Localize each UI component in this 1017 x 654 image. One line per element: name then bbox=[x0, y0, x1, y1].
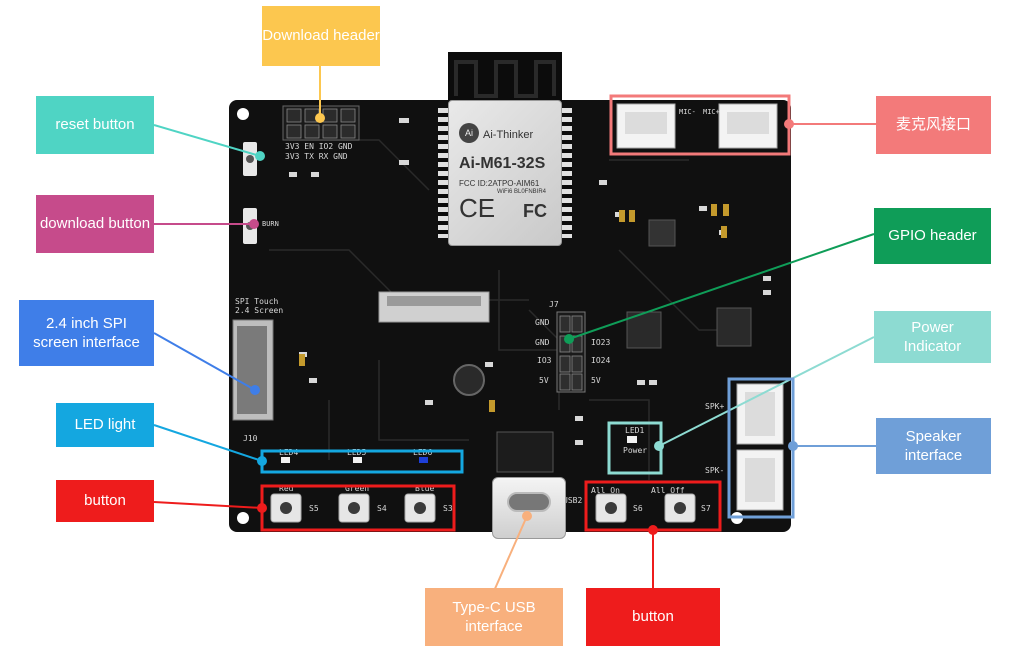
silk-led4: LED4 bbox=[279, 448, 299, 457]
mount-hole-br bbox=[731, 512, 743, 524]
module-wifi: WiFi6 BL0FNBIR4 bbox=[497, 189, 547, 195]
silk-header-top: 3V3 EN IO2 GND bbox=[285, 142, 353, 151]
silk-s5: S5 bbox=[309, 504, 319, 513]
silk-s6: S6 bbox=[633, 504, 643, 513]
callout-reset-button: reset button bbox=[36, 96, 154, 154]
silk-j7: J7 bbox=[549, 300, 559, 309]
silk-led5: LED5 bbox=[347, 448, 367, 457]
module-shield: Ai Ai-Thinker Ai-M61-32S FCC ID:2ATPO-AI… bbox=[448, 100, 562, 246]
ic-qfn bbox=[648, 219, 676, 247]
callout-button-left: button bbox=[56, 480, 154, 522]
callout-mic: 麦克风接口 bbox=[876, 96, 991, 154]
module-fcc-id: FCC ID:2ATPO-AIM61 bbox=[459, 179, 540, 188]
led-power bbox=[627, 436, 637, 443]
download-header-pins bbox=[282, 105, 360, 141]
silk-s4: S4 bbox=[377, 504, 387, 513]
silk-io3: IO3 bbox=[537, 356, 552, 365]
inductor bbox=[453, 364, 485, 396]
silk-all-off: All Off bbox=[651, 486, 685, 495]
callout-download-header: Download header bbox=[262, 6, 380, 66]
silk-led6: LED6 bbox=[413, 448, 433, 457]
silk-j10: J10 bbox=[243, 434, 258, 443]
silk-green: Green bbox=[345, 484, 370, 493]
led-red bbox=[281, 457, 290, 463]
silk-blue: Blue bbox=[415, 484, 435, 493]
mount-hole-bl bbox=[237, 512, 249, 524]
ai-logo: Ai bbox=[459, 123, 479, 143]
silk-usb2: USB2 bbox=[563, 496, 583, 505]
fc-mark: FC bbox=[523, 201, 547, 221]
silk-red: Red bbox=[279, 484, 294, 493]
silk-power: Power bbox=[623, 446, 648, 455]
module-pads-left bbox=[438, 108, 448, 238]
silk-mic-n: MIC- bbox=[679, 108, 696, 116]
usb-c-port bbox=[507, 492, 551, 512]
callout-spi-screen: 2.4 inch SPI screen interface bbox=[19, 300, 154, 366]
callout-speaker: Speaker interface bbox=[876, 418, 991, 474]
callout-led-light: LED light bbox=[56, 403, 154, 447]
silk-led1: LED1 bbox=[625, 426, 645, 435]
silk-spk-p: SPK+ bbox=[705, 402, 725, 411]
ce-mark: CE bbox=[459, 193, 496, 223]
silk-spi: SPI Touch 2.4 Screen bbox=[235, 297, 284, 315]
silk-io24: IO24 bbox=[591, 356, 611, 365]
silk-burn: BURN bbox=[262, 220, 279, 228]
silk-5v-2: 5V bbox=[591, 376, 601, 385]
silk-mic-p: MIC+ bbox=[703, 108, 720, 116]
callout-download-button: download button bbox=[36, 195, 154, 253]
mount-hole-tl bbox=[237, 108, 249, 120]
callout-button-right: button bbox=[586, 588, 720, 646]
led-blue bbox=[419, 457, 428, 463]
usb-c-pads bbox=[496, 431, 554, 473]
callout-power-indicator: Power Indicator bbox=[874, 311, 991, 363]
silk-header-bottom: 3V3 TX RX GND bbox=[285, 152, 348, 161]
module-antenna bbox=[448, 52, 562, 102]
silk-5v-1: 5V bbox=[539, 376, 549, 385]
wifi-module: Ai Ai-Thinker Ai-M61-32S FCC ID:2ATPO-AI… bbox=[438, 52, 572, 248]
ic-audio-2 bbox=[716, 307, 752, 347]
callout-usb: Type-C USB interface bbox=[425, 588, 563, 646]
callout-gpio-header: GPIO header bbox=[874, 208, 991, 264]
led-green bbox=[353, 457, 362, 463]
silk-s7: S7 bbox=[701, 504, 711, 513]
silk-all-on: All On bbox=[591, 486, 620, 495]
module-pads-right bbox=[562, 108, 572, 238]
silk-gnd-2: GND bbox=[535, 338, 550, 347]
silk-s3: S3 bbox=[443, 504, 453, 513]
silk-gnd-1: GND bbox=[535, 318, 550, 327]
silk-io23: IO23 bbox=[591, 338, 611, 347]
speaker-connectors bbox=[736, 383, 784, 511]
module-model: Ai-M61-32S bbox=[459, 155, 546, 172]
silk-spk-n: SPK- bbox=[705, 466, 725, 475]
tactile-buttons bbox=[270, 493, 696, 523]
module-brand: Ai-Thinker bbox=[483, 129, 534, 141]
mic-connectors bbox=[616, 103, 778, 149]
ic-audio-1 bbox=[626, 311, 662, 349]
usb-c-receptacle bbox=[492, 477, 566, 539]
